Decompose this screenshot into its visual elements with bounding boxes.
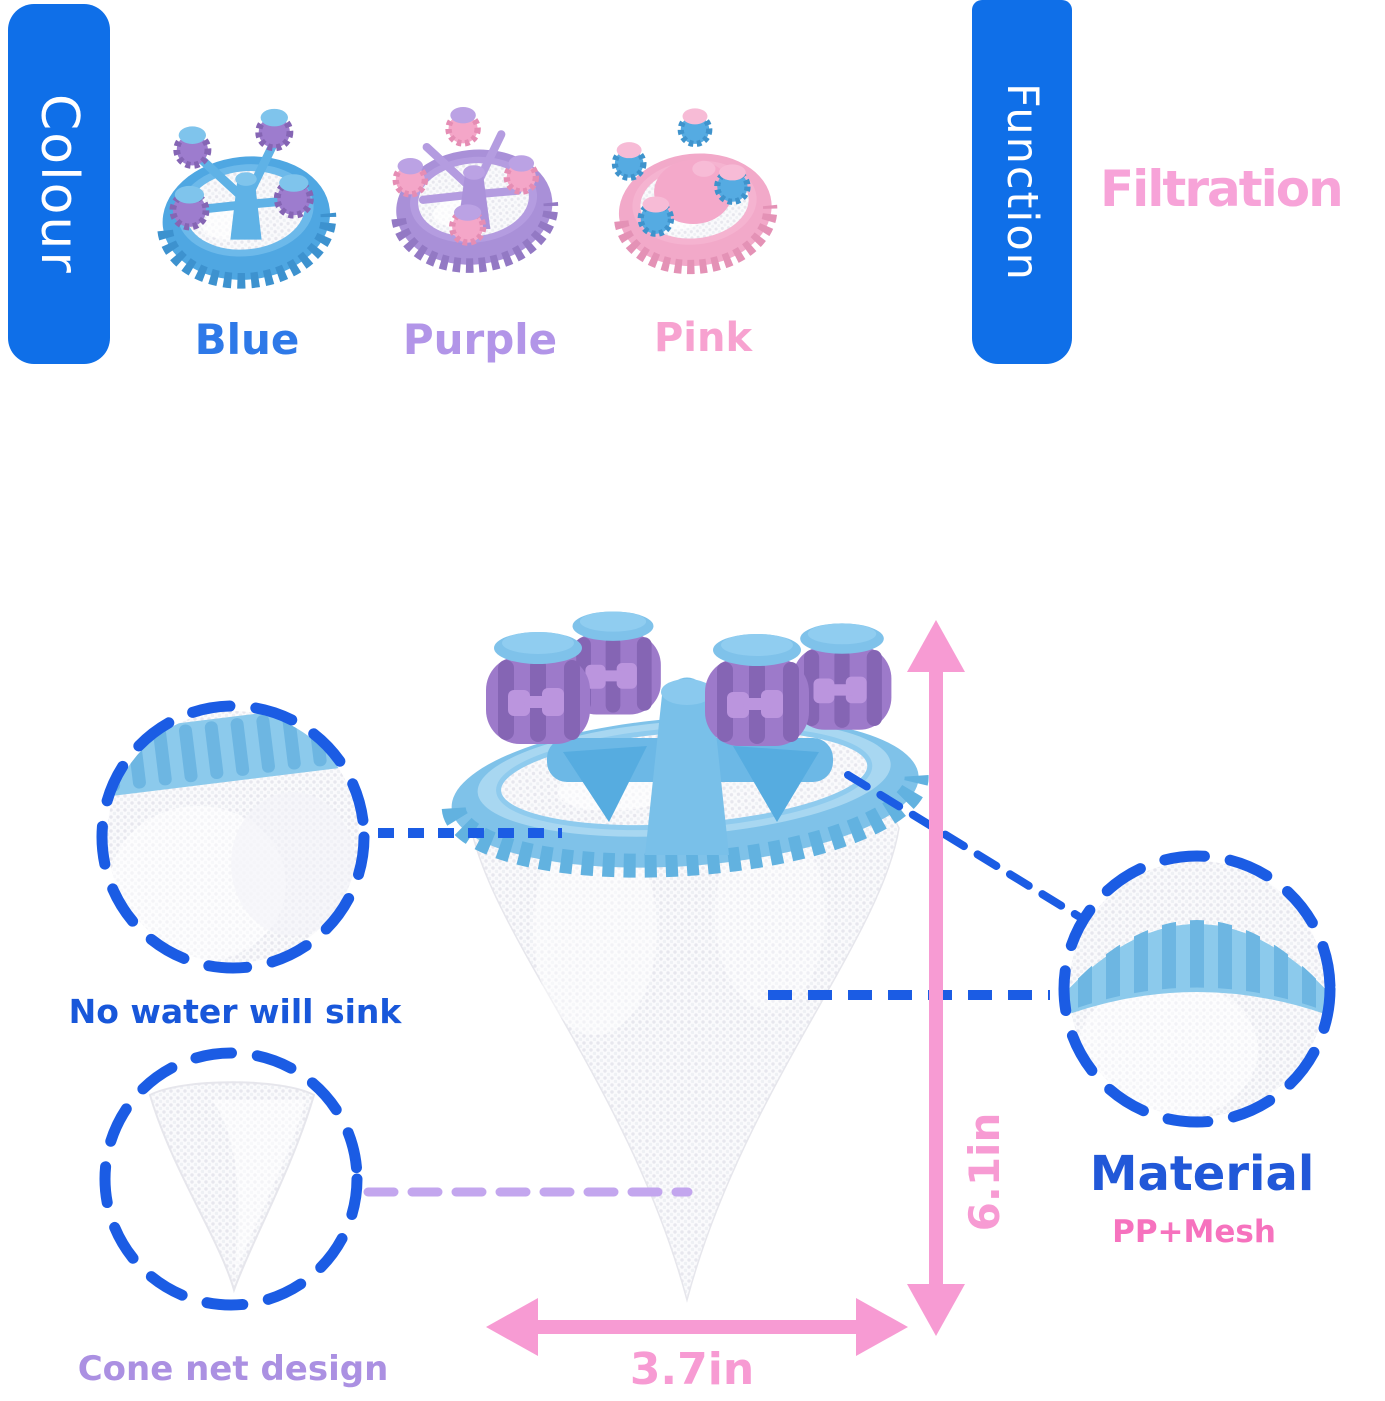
variant-label-purple: Purple [402,315,558,364]
zoom-circle-cone [99,1047,363,1311]
height-label: 6.1in [960,1112,1009,1232]
dashed-circle-border [1058,850,1336,1128]
material-value-label: PP+Mesh [1112,1214,1276,1250]
width-label: 3.7in [629,1344,755,1395]
variant-image-blue [157,108,337,289]
dashed-circle-border [99,1047,363,1311]
cone-net-label: Cone net design [77,1349,389,1389]
zoom-circle-material [1058,850,1336,1128]
colour-banner: Colour [8,4,110,364]
mesh-cone [470,803,900,1303]
spinner-front-left [486,632,590,744]
variant-label-blue: Blue [194,315,300,364]
main-product-image [441,611,929,1303]
dashed-circle-border [96,700,370,974]
zoom-circle-rim [96,700,370,974]
no-water-label: No water will sink [68,992,402,1031]
function-banner-label: Function [997,82,1047,282]
spinner-back-right [792,623,892,730]
variant-image-purple [391,107,559,273]
rotation-arrow-right [733,746,819,822]
rotation-arrow-left [563,746,647,822]
colour-banner-label: Colour [29,93,89,275]
variant-image-pink [611,108,778,275]
variant-label-pink: Pink [653,315,753,361]
spinner-front-right [705,634,809,746]
filtration-label: Filtration [1100,160,1344,218]
function-banner: Function [972,0,1072,364]
material-title-label: Material [1089,1146,1315,1202]
